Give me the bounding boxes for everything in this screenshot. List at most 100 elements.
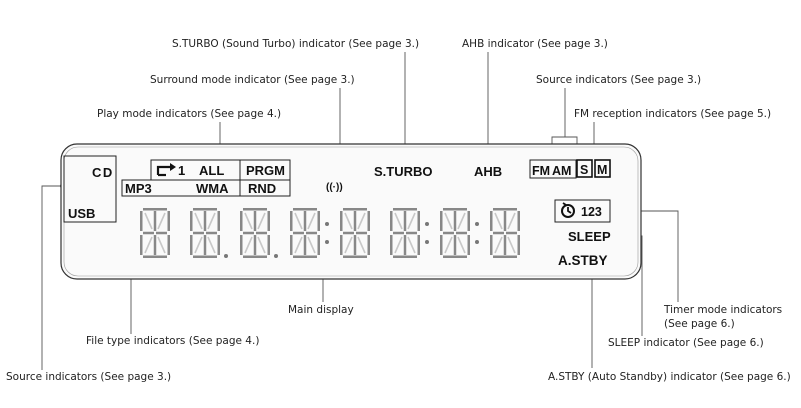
digit-diagonal-segment [207,236,216,254]
digit-diagonal-segment [457,236,466,254]
digit-segment [243,231,254,235]
callout-source-bottom: Source indicators (See page 3.) [6,371,171,383]
digit-segment [243,255,267,258]
digit-cell [290,208,320,258]
digit-diagonal-segment [144,236,153,254]
clock-icon [561,202,575,218]
digit-segment [393,208,417,211]
sturbo-indicator: S.TURBO [374,164,433,179]
digit-segment [193,208,217,211]
colon-dot [325,222,329,226]
decimal-point [224,254,228,258]
digit-segment [453,211,457,231]
digit-diagonal-segment [444,212,453,230]
stereo-indicator: S [580,163,588,177]
digit-segment [353,211,357,231]
digit-segment [153,235,157,255]
timer-box: 123 [554,199,611,223]
callout-fm-reception: FM reception indicators (See page 5.) [574,108,771,120]
digit-segment [240,235,243,255]
digit-segment [317,211,320,231]
digit-segment [340,235,343,255]
digit-segment [353,235,357,255]
digit-segment [503,235,507,255]
digit-diagonal-segment [157,212,166,230]
callout-sturbo: S.TURBO (Sound Turbo) indicator (See pag… [172,38,419,50]
digit-cell [190,208,220,258]
digit-segment [517,235,520,255]
astby-indicator: A.STBY [558,253,608,268]
colon-dot [425,240,429,244]
digit-diagonal-segment [394,212,403,230]
digit-diagonal-segment [494,212,503,230]
digit-segment [493,231,504,235]
usb-indicator: USB [68,206,95,221]
digit-segment [167,235,170,255]
digit-segment [203,235,207,255]
digit-diagonal-segment [257,212,266,230]
digit-segment [390,211,393,231]
colon-dot [475,222,479,226]
digit-diagonal-segment [344,236,353,254]
play-mode-box: 1 ALL PRGM MP3 WMA RND [121,159,291,197]
digit-segment [293,255,317,258]
digit-diagonal-segment [294,236,303,254]
digit-segment [403,235,407,255]
digit-diagonal-segment [407,236,416,254]
digit-segment [417,211,420,231]
digit-diagonal-segment [457,212,466,230]
digit-segment [343,255,367,258]
digit-diagonal-segment [307,236,316,254]
digit-diagonal-segment [407,212,416,230]
digit-segment [356,231,367,235]
digit-segment [467,211,470,231]
callout-timer-mode-page: (See page 6.) [664,318,735,330]
prgm-indicator: PRGM [246,163,285,178]
repeat-icon [156,163,176,177]
digit-segment [343,208,367,211]
callout-play-mode: Play mode indicators (See page 4.) [97,108,281,120]
fm-indicator: FM [532,164,550,178]
digit-diagonal-segment [507,236,516,254]
digit-segment [443,255,467,258]
digit-segment [243,208,267,211]
digit-segment [143,255,167,258]
digit-segment [253,235,257,255]
digit-segment [290,211,293,231]
digit-segment [193,255,217,258]
digit-cell [240,208,270,258]
digit-diagonal-segment [357,212,366,230]
digit-diagonal-segment [294,212,303,230]
digit-diagonal-segment [157,236,166,254]
digit-segment [506,231,517,235]
digit-segment [517,211,520,231]
digit-segment [193,231,204,235]
digit-segment [206,231,217,235]
digit-cell [340,208,370,258]
digit-cell [140,208,170,258]
digit-segment [267,235,270,255]
digit-segment [343,231,354,235]
digit-segment [443,208,467,211]
digit-segment [190,211,193,231]
digit-segment [490,211,493,231]
digit-segment [303,235,307,255]
decimal-point [274,254,278,258]
digit-diagonal-segment [307,212,316,230]
digit-segment [217,211,220,231]
digit-diagonal-segment [507,212,516,230]
callout-astby: A.STBY (Auto Standby) indicator (See pag… [548,371,791,383]
digit-diagonal-segment [357,236,366,254]
callout-file-type: File type indicators (See page 4.) [86,335,259,347]
cd-indicator: CD [92,165,114,180]
digit-segment [143,208,167,211]
colon-dot [425,222,429,226]
mp3-indicator: MP3 [125,181,152,196]
digit-segment [190,235,193,255]
digit-diagonal-segment [444,236,453,254]
digit-segment [293,208,317,211]
digit-segment [306,231,317,235]
digit-segment [367,235,370,255]
digit-diagonal-segment [244,236,253,254]
digit-segment [156,231,167,235]
